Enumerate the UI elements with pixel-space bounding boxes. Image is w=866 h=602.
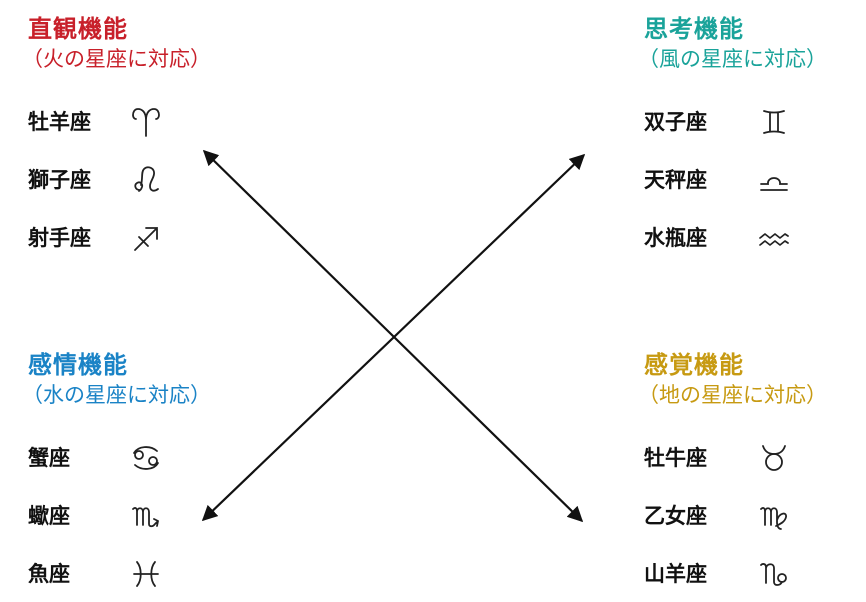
sign-name: 蟹座: [28, 446, 70, 470]
sensation-quadrant: 感覚機能 （地の星座に対応） 牡牛座 乙女座 山羊座: [638, 350, 854, 600]
intuition-subtitle: （火の星座に対応）: [22, 47, 211, 71]
sign-name: 山羊座: [644, 562, 707, 586]
sign-row-virgo: 乙女座: [644, 496, 844, 536]
capricorn-icon: [760, 563, 787, 586]
sign-row-leo: 獅子座: [28, 160, 228, 200]
thinking-subtitle: （風の星座に対応）: [638, 47, 827, 71]
sign-row-pisces: 魚座: [28, 554, 228, 594]
scorpio-icon: [132, 507, 159, 528]
thinking-quadrant: 思考機能 （風の星座に対応） 双子座 天秤座 水瓶座: [638, 14, 854, 264]
sign-name: 水瓶座: [644, 226, 707, 250]
sign-row-taurus: 牡牛座: [644, 438, 844, 478]
sign-name: 蠍座: [28, 504, 70, 528]
arrow-thinking-feeling: [201, 153, 586, 522]
aquarius-icon: [759, 233, 789, 246]
sign-name: 乙女座: [644, 504, 707, 528]
sign-row-aquarius: 水瓶座: [644, 218, 844, 258]
leo-icon: [134, 166, 159, 192]
sign-row-gemini: 双子座: [644, 102, 844, 142]
sign-name: 牡牛座: [644, 446, 707, 470]
sign-name: 魚座: [28, 562, 70, 586]
cancer-icon: [133, 446, 159, 470]
sagittarius-icon: [134, 227, 158, 251]
sign-row-cancer: 蟹座: [28, 438, 228, 478]
pisces-icon: [133, 561, 159, 587]
sign-row-aries: 牡羊座: [28, 102, 228, 142]
sign-row-capricorn: 山羊座: [644, 554, 844, 594]
taurus-icon: [762, 445, 786, 471]
gemini-icon: [763, 110, 785, 134]
sign-name: 獅子座: [28, 168, 91, 192]
feeling-quadrant: 感情機能 （水の星座に対応） 蟹座 蠍座 魚座: [22, 350, 348, 600]
sign-row-scorpio: 蠍座: [28, 496, 228, 536]
aries-icon: [132, 108, 160, 137]
sensation-title: 感覚機能: [644, 351, 744, 379]
sign-name: 双子座: [644, 110, 707, 134]
sign-row-libra: 天秤座: [644, 160, 844, 200]
virgo-icon: [760, 507, 787, 530]
sign-name: 射手座: [28, 226, 91, 250]
feeling-title: 感情機能: [28, 351, 128, 379]
sensation-subtitle: （地の星座に対応）: [638, 383, 827, 407]
intuition-title: 直観機能: [28, 15, 128, 43]
sign-name: 牡羊座: [28, 110, 91, 134]
feeling-subtitle: （水の星座に対応）: [22, 383, 211, 407]
thinking-title: 思考機能: [644, 15, 744, 43]
libra-icon: [760, 177, 788, 191]
intuition-quadrant: 直観機能 （火の星座に対応） 牡羊座 獅子座 射手座: [22, 14, 348, 264]
sign-row-sagittarius: 射手座: [28, 218, 228, 258]
sign-name: 天秤座: [644, 168, 707, 192]
